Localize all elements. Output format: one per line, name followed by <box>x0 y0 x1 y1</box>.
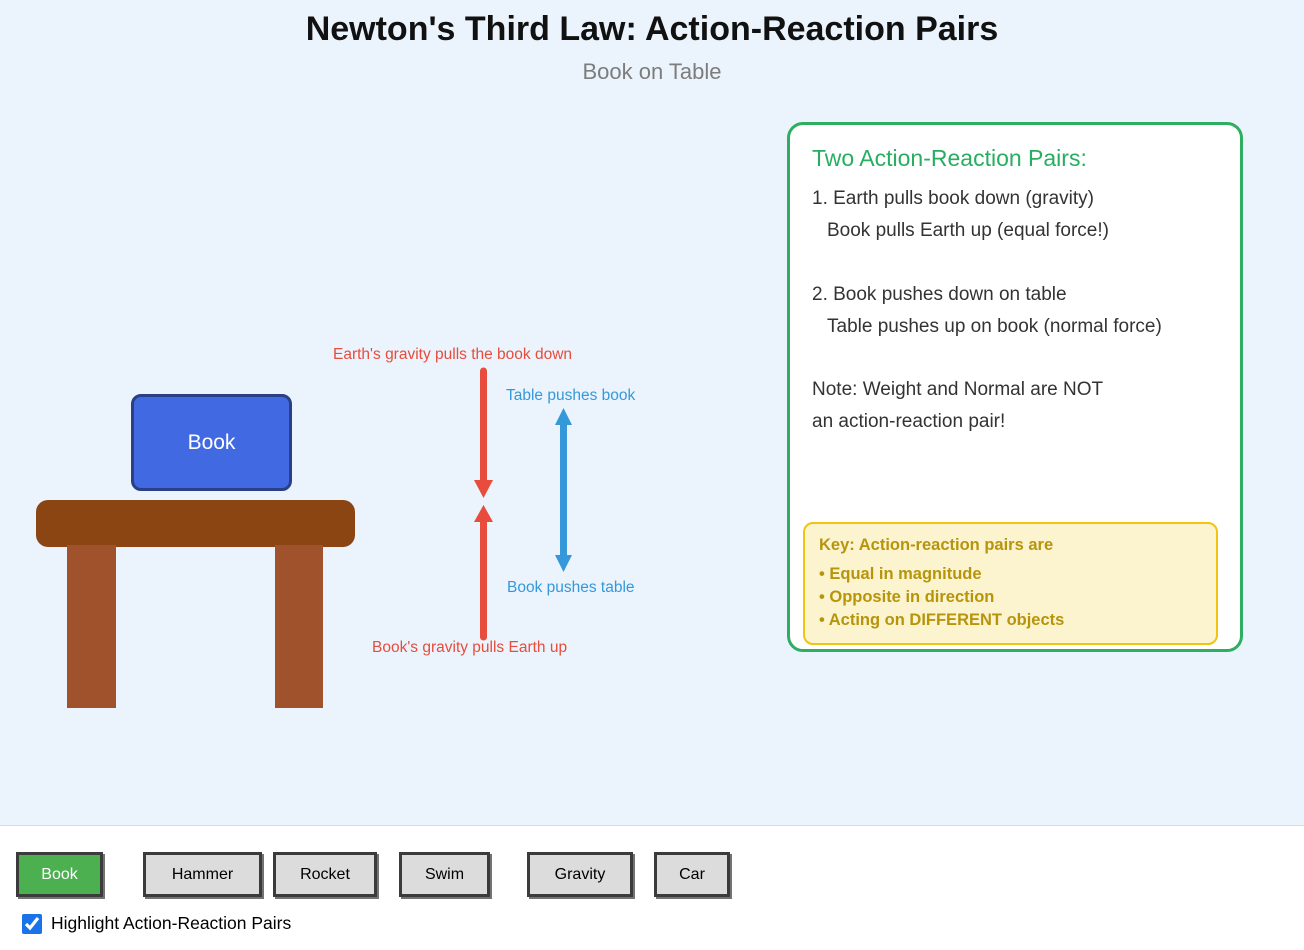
scenario-button-rocket[interactable]: Rocket <box>273 852 377 897</box>
scenario-button-gravity[interactable]: Gravity <box>527 852 633 897</box>
key-bullet-opposite: • Opposite in direction <box>819 588 995 606</box>
table-leg-right <box>275 545 323 708</box>
key-bullet-different: • Acting on DIFFERENT objects <box>819 611 1065 629</box>
pair2-action: 2. Book pushes down on table <box>812 284 1067 305</box>
table-leg-left <box>67 545 116 708</box>
key-bullet-equal: • Equal in magnitude <box>819 565 982 583</box>
control-bar: Book Hammer Rocket Swim Gravity Car High… <box>0 826 1304 949</box>
reaction-up-arrow <box>474 505 493 641</box>
simulation-canvas: Newton's Third Law: Action-Reaction Pair… <box>0 0 1304 826</box>
pair1-reaction: Book pulls Earth up (equal force!) <box>827 220 1109 241</box>
scenario-button-swim[interactable]: Swim <box>399 852 490 897</box>
pair1-action: 1. Earth pulls book down (gravity) <box>812 188 1094 209</box>
gravity-down-arrow <box>474 367 493 498</box>
page-title: Newton's Third Law: Action-Reaction Pair… <box>305 10 999 48</box>
highlight-pairs-label[interactable]: Highlight Action-Reaction Pairs <box>51 913 292 933</box>
info-panel-heading: Two Action-Reaction Pairs: <box>812 145 1087 171</box>
key-box: Key: Action-reaction pairs are • Equal i… <box>803 522 1218 645</box>
normal-force-double-arrow <box>555 408 572 572</box>
note-line-2: an action-reaction pair! <box>812 411 1006 432</box>
book: Book <box>131 394 292 491</box>
scenario-subtitle: Book on Table <box>582 59 722 84</box>
info-panel: Two Action-Reaction Pairs: 1. Earth pull… <box>787 122 1243 652</box>
note-line-1: Note: Weight and Normal are NOT <box>812 379 1104 400</box>
scenario-button-car[interactable]: Car <box>654 852 730 897</box>
normal-up-label: Table pushes book <box>506 387 636 404</box>
pair2-reaction: Table pushes up on book (normal force) <box>827 316 1162 337</box>
book-label: Book <box>187 430 236 454</box>
highlight-pairs-control[interactable]: Highlight Action-Reaction Pairs <box>22 913 291 934</box>
scenario-button-hammer[interactable]: Hammer <box>143 852 262 897</box>
scenario-button-book[interactable]: Book <box>16 852 103 897</box>
highlight-pairs-checkbox[interactable] <box>22 913 42 934</box>
key-title: Key: Action-reaction pairs are <box>819 536 1054 554</box>
gravity-down-label: Earth's gravity pulls the book down <box>333 346 573 363</box>
reaction-up-label: Book's gravity pulls Earth up <box>372 639 568 656</box>
normal-down-label: Book pushes table <box>507 579 635 596</box>
tabletop <box>36 500 355 547</box>
